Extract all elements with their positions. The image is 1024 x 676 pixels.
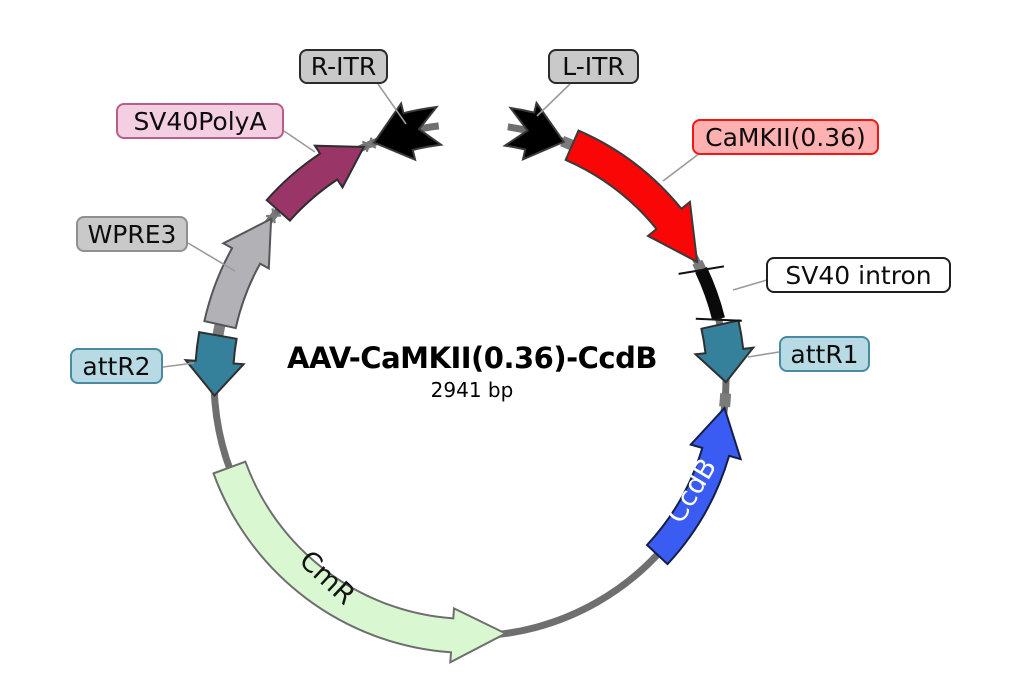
feature-label-r-itr[interactable]: R-ITR xyxy=(299,49,388,84)
leader-line-camkii xyxy=(662,152,701,182)
feature-arrow-camkii[interactable] xyxy=(564,129,699,264)
boundary-tick-0 xyxy=(678,265,725,275)
feature-arrow-l-itr[interactable] xyxy=(502,100,566,161)
junction-cross-1 xyxy=(361,140,377,149)
plasmid-size-bp: 2941 bp xyxy=(430,378,514,402)
junction-cross-0 xyxy=(266,214,282,218)
leader-line-attr2 xyxy=(162,362,195,368)
feature-arrow-ccdb[interactable] xyxy=(645,406,743,566)
boundary-tick-1 xyxy=(695,317,742,322)
feature-label-camkii[interactable]: CaMKII(0.36) xyxy=(692,119,879,155)
leader-line-attr1 xyxy=(747,351,780,358)
feature-arrow-sv40-intron[interactable] xyxy=(695,267,725,321)
feature-label-attr2[interactable]: attR2 xyxy=(70,348,163,384)
feature-label-attr1[interactable]: attR1 xyxy=(779,336,870,372)
leader-line-r-itr xyxy=(377,83,407,125)
plasmid-title: AAV-CaMKII(0.36)-CcdB xyxy=(287,341,657,375)
feature-arrow-wpre3[interactable] xyxy=(203,217,273,330)
leader-line-sv40-intron xyxy=(732,279,768,291)
leader-line-l-itr xyxy=(536,83,571,117)
feature-label-sv40-intron[interactable]: SV40 intron xyxy=(766,257,951,293)
junction-marker-3 xyxy=(212,323,226,337)
feature-arrow-sv40polya[interactable] xyxy=(265,144,366,223)
feature-arrow-cmr[interactable] xyxy=(212,460,508,665)
leader-line-wpre3 xyxy=(187,242,236,272)
feature-arrow-attr1[interactable] xyxy=(693,319,756,384)
feature-label-wpre3[interactable]: WPRE3 xyxy=(76,216,188,252)
leader-line-sv40polya xyxy=(283,130,316,153)
feature-label-sv40polya[interactable]: SV40PolyA xyxy=(116,103,284,139)
feature-arrow-r-itr[interactable] xyxy=(372,101,444,162)
feature-arrow-attr2[interactable] xyxy=(183,331,246,398)
junction-marker-2 xyxy=(719,393,732,408)
feature-label-l-itr[interactable]: L-ITR xyxy=(548,49,639,84)
